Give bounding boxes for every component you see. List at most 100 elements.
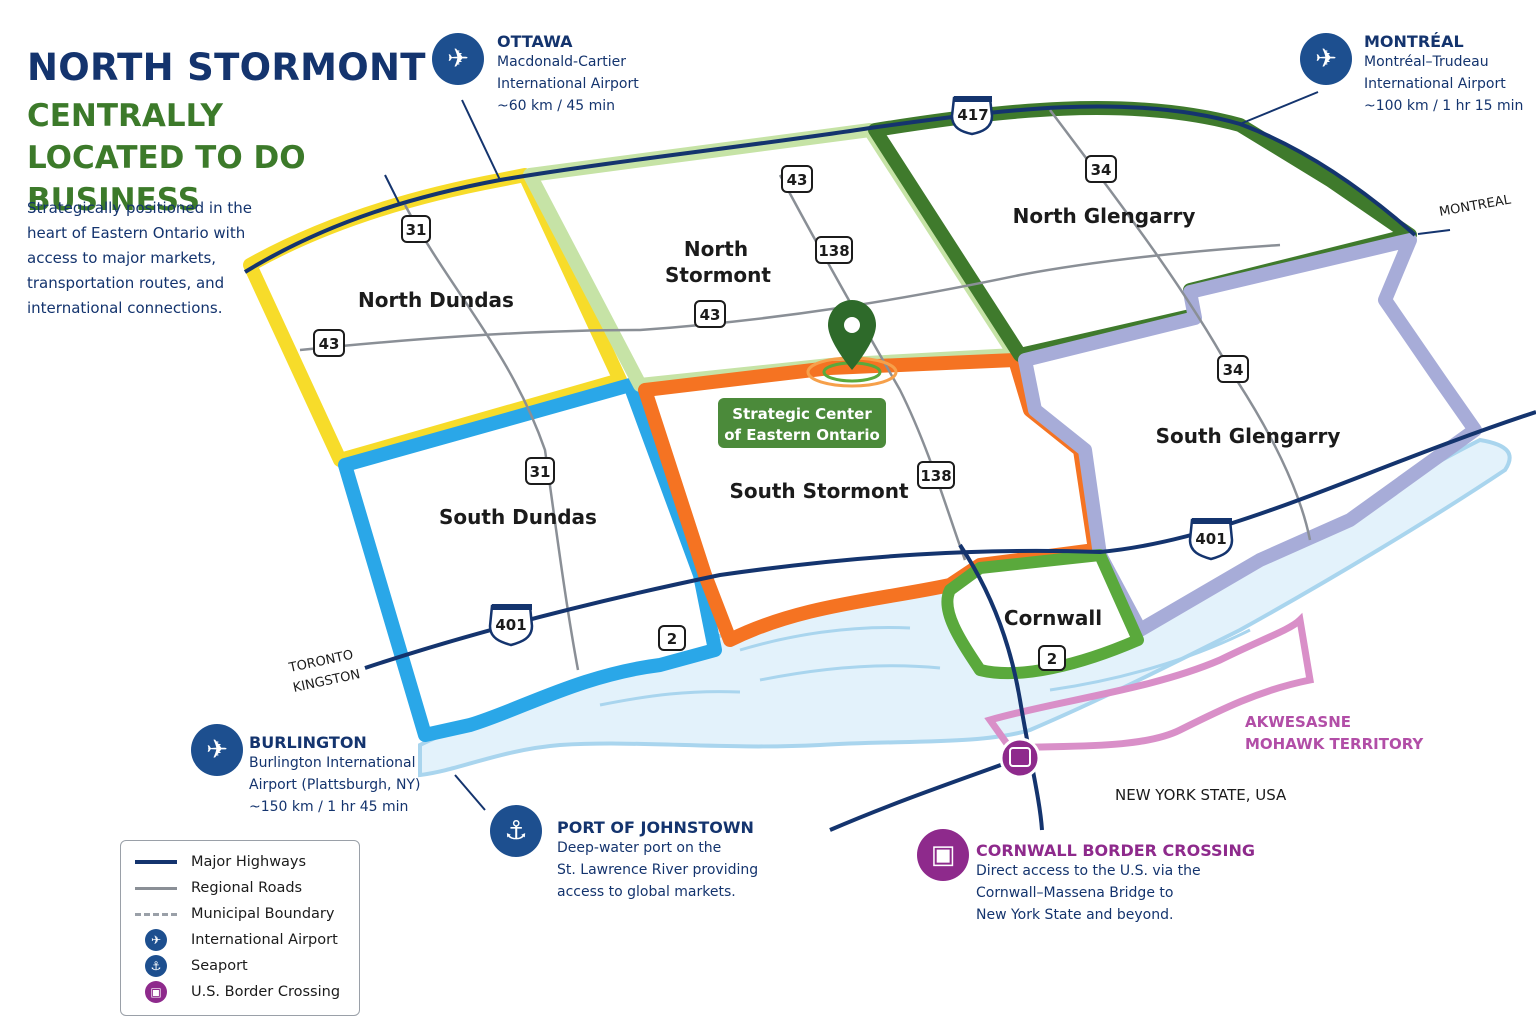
road-31 xyxy=(403,204,580,671)
montreal-line2: International Airport xyxy=(1364,76,1506,92)
akwesasne-label-2: MOHAWK TERRITORY xyxy=(1245,735,1424,753)
border-line2: Cornwall–Massena Bridge to xyxy=(976,885,1174,901)
new-york-label: NEW YORK STATE, USA xyxy=(1115,786,1287,804)
road-label: 43 xyxy=(787,171,808,189)
label-south-stormont: South Stormont xyxy=(729,479,909,503)
page-title: NORTH STORMONT xyxy=(27,46,426,89)
center-label-2: of Eastern Ontario xyxy=(724,426,880,444)
johnstown-line2: St. Lawrence River providing xyxy=(557,862,759,878)
border-crossing-marker xyxy=(999,737,1041,779)
legend-major-highways: Major Highways xyxy=(135,850,306,874)
road-label: 2 xyxy=(1047,650,1057,668)
road-label: 31 xyxy=(530,463,551,481)
shield-401b-band xyxy=(1192,518,1232,524)
road-shields: 31 31 43 43 43 138 138 34 34 2 2 417 401… xyxy=(313,96,1249,671)
road-label: 31 xyxy=(406,221,427,239)
ottawa-line1: Macdonald-Cartier xyxy=(497,54,626,70)
burlington-line3: ~150 km / 1 hr 45 min xyxy=(249,799,409,815)
road-label: 43 xyxy=(700,306,721,324)
johnstown-callout: PORT OF JOHNSTOWN Deep-water port on the… xyxy=(557,818,758,903)
map-legend: Major Highways Regional Roads Municipal … xyxy=(120,840,360,1016)
label-south-glengarry: South Glengarry xyxy=(1156,424,1341,448)
shield-2a xyxy=(658,625,686,651)
page-subtitle: CENTRALLY LOCATED TO DO BUSINESS xyxy=(27,98,306,218)
anchor-icon: ⚓ xyxy=(490,805,542,857)
montreal-name: MONTRÉAL xyxy=(1364,32,1464,51)
airplane-icon: ✈ xyxy=(432,33,484,85)
border-booth-glyph xyxy=(1009,747,1031,767)
shield-401b xyxy=(1188,518,1234,561)
legend-label: Municipal Boundary xyxy=(191,906,335,922)
akwesasne-territory xyxy=(984,612,1315,752)
johnstown-name: PORT OF JOHNSTOWN xyxy=(557,818,754,837)
road-label: 401 xyxy=(1195,530,1226,548)
shield-31a xyxy=(401,215,431,243)
shield-417-band xyxy=(954,96,992,102)
legend-label: Major Highways xyxy=(191,854,307,870)
south-glengarry-region xyxy=(1018,233,1482,637)
ottawa-callout: OTTAWA Macdonald-Cartier International A… xyxy=(497,32,639,117)
region-labels: North Dundas South Dundas North Stormont… xyxy=(358,204,1340,630)
border-line3: New York State and beyond. xyxy=(976,907,1174,923)
cornwall-region xyxy=(941,549,1144,680)
south-dundas-region xyxy=(338,378,722,742)
airplane-icon: ✈ xyxy=(191,724,243,776)
road-label: 34 xyxy=(1223,361,1244,379)
legend-seaport: ⚓ Seaport xyxy=(135,954,248,978)
legend-label: Regional Roads xyxy=(191,880,303,896)
border-line1: Direct access to the U.S. via the xyxy=(976,863,1201,879)
burlington-line2: Airport (Plattsburgh, NY) xyxy=(249,777,421,793)
legend-municipal-boundary: Municipal Boundary xyxy=(135,902,334,926)
burlington-callout: BURLINGTON Burlington International Airp… xyxy=(249,733,420,818)
border-crossing-icon xyxy=(999,737,1041,779)
shield-43a xyxy=(313,329,345,357)
legend-label: U.S. Border Crossing xyxy=(191,984,341,1000)
legend-road-swatch xyxy=(135,886,177,890)
legend-label: Seaport xyxy=(191,958,248,974)
border-name: CORNWALL BORDER CROSSING xyxy=(976,841,1256,860)
label-south-dundas: South Dundas xyxy=(439,505,597,529)
label-north-stormont-1: North xyxy=(684,237,748,261)
highway-401 xyxy=(364,410,1536,670)
center-label-1: Strategic Center xyxy=(732,405,872,423)
road-label: 138 xyxy=(818,242,849,260)
road-43 xyxy=(299,243,1281,352)
shield-34a xyxy=(1085,155,1117,183)
label-montreal-direction: MONTREAL xyxy=(1438,192,1513,219)
legend-label: International Airport xyxy=(191,932,338,948)
arrow-ottawa xyxy=(461,99,501,181)
road-label: 43 xyxy=(319,335,340,353)
montreal-line3: ~100 km / 1 hr 15 min xyxy=(1364,98,1524,114)
road-label: 2 xyxy=(667,630,677,648)
johnstown-line3: access to global markets. xyxy=(557,884,736,900)
ottawa-name: OTTAWA xyxy=(497,32,573,51)
border-crossing-icon: ▣ xyxy=(917,829,969,881)
arrow-montreal-airport xyxy=(1239,91,1319,125)
border-callout: CORNWALL BORDER CROSSING Direct access t… xyxy=(976,841,1255,926)
label-cornwall: Cornwall xyxy=(1004,606,1102,630)
road-138 xyxy=(778,174,967,561)
johnstown-line1: Deep-water port on the xyxy=(557,840,722,856)
shield-31b xyxy=(525,457,555,485)
center-label-box xyxy=(718,398,886,448)
direction-arrows xyxy=(384,91,1319,811)
shield-138a xyxy=(815,236,853,264)
map-pin-icon xyxy=(828,300,876,370)
montreal-callout: MONTRÉAL Montréal–Trudeau International … xyxy=(1364,32,1523,117)
legend-border-crossing: ▣ U.S. Border Crossing xyxy=(135,980,340,1004)
major-highways xyxy=(243,104,1536,832)
border-crossing-icon: ▣ xyxy=(145,981,167,1003)
shield-138b xyxy=(917,461,955,489)
river-islands xyxy=(599,625,1251,707)
arrow-north xyxy=(384,174,401,206)
map-pin-dot xyxy=(844,317,860,333)
road-label: 417 xyxy=(957,106,988,124)
shield-2b xyxy=(1038,645,1066,671)
road-label: 138 xyxy=(920,467,951,485)
legend-highway-swatch xyxy=(135,860,177,864)
shield-417 xyxy=(950,96,994,136)
burlington-line1: Burlington International xyxy=(249,755,416,771)
arrow-johnstown xyxy=(454,774,486,811)
airplane-icon: ✈ xyxy=(145,929,167,951)
montreal-line1: Montréal–Trudeau xyxy=(1364,54,1489,70)
